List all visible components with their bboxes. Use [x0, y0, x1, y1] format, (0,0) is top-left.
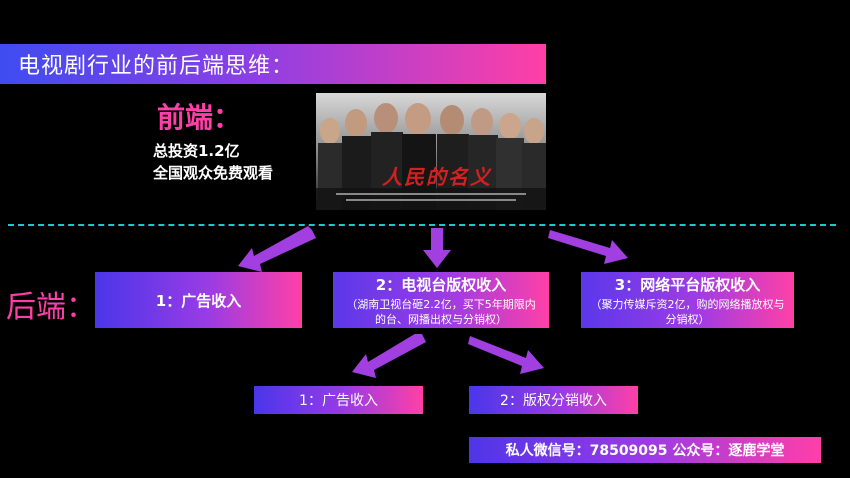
- arrow-left-down-icon-2: [352, 334, 426, 378]
- section-divider: [8, 224, 836, 226]
- sub-distribution-box: 2：版权分销收入: [469, 386, 638, 414]
- poster-art: [316, 93, 546, 210]
- arrow-right-down-icon: [548, 230, 628, 264]
- front-audience-text: 全国观众免费观看: [153, 164, 274, 182]
- front-investment-text: 总投资1.2亿: [153, 142, 240, 160]
- tv-rights-box: 2：电视台版权收入 （湖南卫视台砸2.2亿，买下5年期限内的台、网播出权与分销权…: [333, 272, 549, 328]
- web-rights-detail: （聚力传媒斥资2亿，购的网络播放权与分销权）: [590, 297, 785, 326]
- slide-title: 电视剧行业的前后端思维：: [0, 44, 546, 84]
- arrow-left-down-icon: [238, 226, 316, 272]
- tv-rights-detail: （湖南卫视台砸2.2亿，买下5年期限内的台、网播出权与分销权）: [346, 297, 536, 326]
- web-rights-box: 3：网络平台版权收入 （聚力传媒斥资2亿，购的网络播放权与分销权）: [581, 272, 794, 328]
- ad-income-label: 1：广告收入: [155, 291, 242, 310]
- sub-distribution-label: 2：版权分销收入: [500, 393, 607, 409]
- arrow-down-icon: [423, 228, 451, 268]
- web-rights-title: 3：网络平台版权收入: [614, 275, 761, 294]
- back-end-label: 后端：: [6, 290, 96, 325]
- sub-ad-income-box: 1：广告收入: [254, 386, 423, 414]
- front-end-label: 前端：: [157, 101, 242, 134]
- tv-rights-title: 2：电视台版权收入: [375, 275, 507, 294]
- poster-calligraphy-title: 人民的名义: [382, 165, 492, 189]
- drama-poster-image: 人民的名义: [316, 93, 546, 210]
- ad-income-box: 1：广告收入: [95, 272, 302, 328]
- contact-footer: 私人微信号：78509095 公众号：逐鹿学堂: [469, 437, 821, 463]
- arrow-right-down-icon-2: [468, 336, 544, 374]
- sub-ad-income-label: 1：广告收入: [299, 393, 378, 409]
